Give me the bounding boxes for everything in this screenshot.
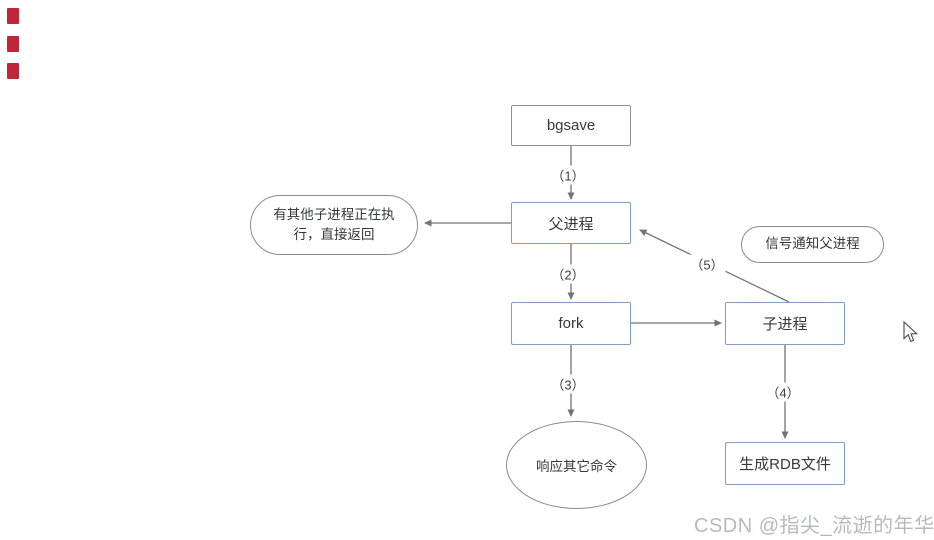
edge-label-step3: （3） [549, 374, 587, 394]
node-bgsave-label: bgsave [546, 117, 596, 134]
node-child-process-label: 子进程 [762, 316, 808, 333]
node-signal-notify: 信号通知父进程 [741, 226, 884, 263]
edge-label-step2: （2） [549, 264, 587, 284]
node-bgsave: bgsave [511, 105, 631, 146]
node-child-process: 子进程 [725, 302, 845, 345]
node-parent-process-label: 父进程 [548, 215, 594, 233]
mouse-cursor-icon [903, 321, 919, 343]
edge-label-step4: （4） [764, 382, 802, 402]
node-respond-other-commands-label: 响应其它命令 [536, 459, 617, 474]
node-generate-rdb: 生成RDB文件 [725, 442, 845, 485]
node-generate-rdb-label: 生成RDB文件 [739, 456, 831, 473]
busy-return-line1: 有其他子进程正在执 [273, 206, 395, 222]
node-respond-other-commands: 响应其它命令 [506, 421, 647, 509]
edge-label-step5: （5） [688, 254, 726, 274]
left-edge-red-marker-2 [7, 36, 19, 52]
node-parent-process: 父进程 [511, 202, 631, 244]
edge-label-step1: （1） [549, 165, 587, 185]
csdn-watermark: CSDN @指尖_流逝的年华 [694, 515, 934, 537]
node-fork: fork [511, 302, 631, 345]
busy-return-line2: 行，直接返回 [293, 227, 375, 242]
left-edge-red-marker-1 [7, 8, 19, 24]
node-signal-notify-label: 信号通知父进程 [765, 236, 860, 252]
node-busy-return: 有其他子进程正在执 行，直接返回 [250, 195, 418, 255]
node-fork-label: fork [558, 315, 584, 332]
left-edge-red-marker-3 [7, 63, 19, 79]
node-busy-return-label: 有其他子进程正在执 行，直接返回 [273, 205, 395, 246]
